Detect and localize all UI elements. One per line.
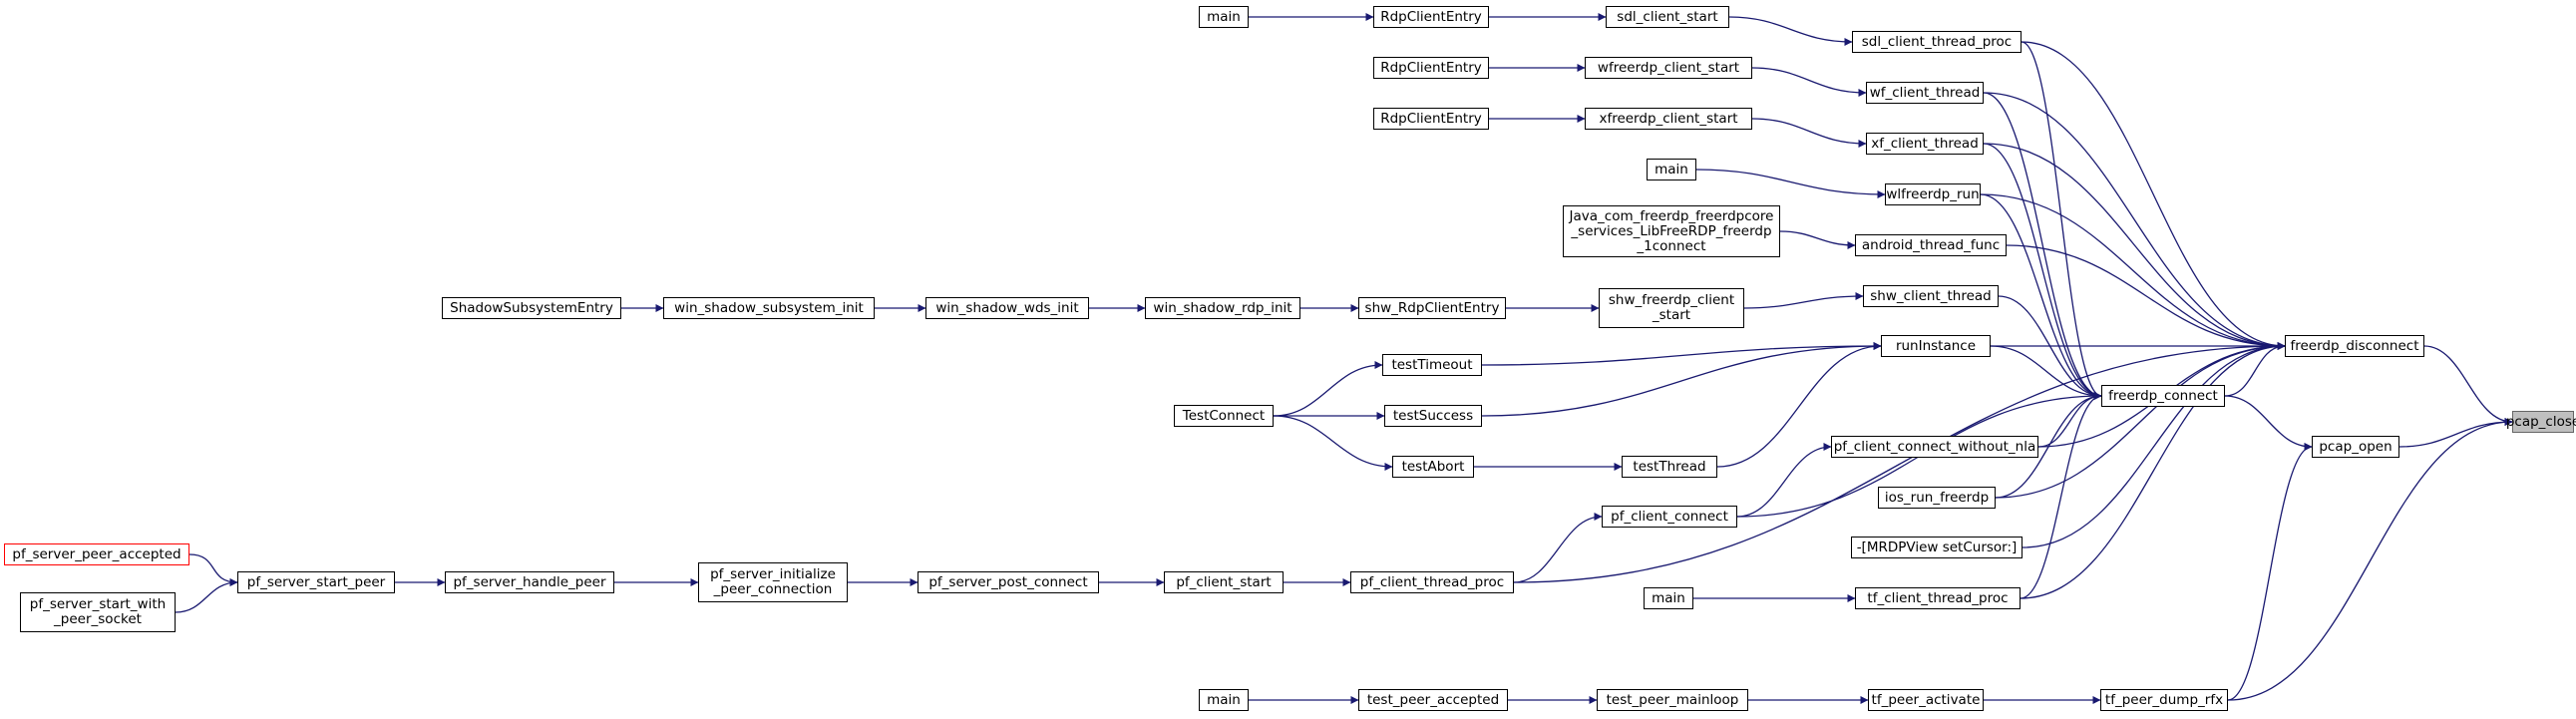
node-mrdpview_setcursor[interactable]: -[MRDPView setCursor:] — [1851, 537, 2023, 558]
node-pcap_close: pcap_close — [2506, 411, 2576, 433]
node-main_4[interactable]: main — [1199, 689, 1249, 711]
node-rdpclient_entry_3[interactable]: RdpClientEntry — [1373, 108, 1489, 130]
node-test_thread[interactable]: testThread — [1622, 456, 1717, 478]
node-main_1[interactable]: main — [1199, 6, 1249, 28]
edge-test_connect-to-test_abort — [1273, 415, 1393, 471]
edge-runInstance-to-freerdp_connect — [1990, 345, 2102, 400]
node-xfreerdp_client_start[interactable]: xfreerdp_client_start — [1585, 108, 1752, 130]
node-rdpclient_entry_1[interactable]: RdpClientEntry — [1373, 6, 1489, 28]
node-test_connect[interactable]: TestConnect — [1174, 405, 1274, 427]
edge-xf_client_thread-to-freerdp_connect — [1983, 143, 2102, 400]
edge-shw_client_thread-to-freerdp_connect — [1998, 295, 2102, 400]
node-pf_client_thread_proc[interactable]: pf_client_thread_proc — [1350, 571, 1514, 593]
edge-test_connect-to-test_timeout — [1273, 361, 1383, 417]
node-wfreerdp_client_start[interactable]: wfreerdp_client_start — [1585, 57, 1752, 79]
node-tf_peer_activate[interactable]: tf_peer_activate — [1868, 689, 1984, 711]
edge-tf_client_thread_proc-to-freerdp_disconnect — [2020, 342, 2286, 599]
edge-pf_client_thread_proc-to-pf_client_connect — [1513, 513, 1603, 583]
node-freerdp_disconnect[interactable]: freerdp_disconnect — [2285, 335, 2424, 357]
edge-wf_client_thread-to-freerdp_disconnect — [1983, 92, 2286, 350]
edge-wfreerdp_client_start-to-wf_client_thread — [1751, 67, 1867, 97]
node-wlfreerdp_run[interactable]: wlfreerdp_run — [1885, 183, 1981, 205]
node-test_peer_accepted[interactable]: test_peer_accepted — [1358, 689, 1508, 711]
node-shw_freerdp_client_start[interactable]: shw_freerdp_client _start — [1599, 288, 1744, 328]
node-java_connect[interactable]: Java_com_freerdp_freerdpcore _services_L… — [1563, 205, 1780, 257]
edge-pf_client_thread_proc-to-freerdp_disconnect — [1513, 342, 2286, 583]
node-shw_rdpclient_entry[interactable]: shw_RdpClientEntry — [1358, 297, 1506, 319]
edge-mrdpview_setcursor-to-freerdp_disconnect — [2022, 342, 2286, 548]
edge-android_thread_func-to-freerdp_disconnect — [2006, 244, 2286, 350]
node-ios_run_freerdp[interactable]: ios_run_freerdp — [1878, 487, 1996, 509]
node-pf_server_handle_peer[interactable]: pf_server_handle_peer — [445, 571, 614, 593]
node-pf_server_start_peer[interactable]: pf_server_start_peer — [237, 571, 395, 593]
node-pf_server_peer_accepted[interactable]: pf_server_peer_accepted — [4, 543, 189, 565]
edge-shw_freerdp_client_start-to-shw_client_thread — [1743, 292, 1864, 309]
edge-freerdp_disconnect-to-pcap_close — [2423, 345, 2513, 426]
edge-sdl_client_start-to-sdl_client_thread_proc — [1728, 16, 1853, 46]
edge-test_thread-to-runInstance — [1716, 342, 1882, 468]
node-pf_server_post_connect[interactable]: pf_server_post_connect — [918, 571, 1099, 593]
node-pf_client_connect[interactable]: pf_client_connect — [1602, 506, 1737, 528]
edge-test_timeout-to-runInstance — [1481, 342, 1882, 366]
edge-tf_client_thread_proc-to-freerdp_connect — [2020, 392, 2102, 599]
node-test_abort[interactable]: testAbort — [1392, 456, 1474, 478]
edge-java_connect-to-android_thread_func — [1779, 230, 1856, 249]
node-win_shadow_wds_init[interactable]: win_shadow_wds_init — [925, 297, 1089, 319]
node-xf_client_thread[interactable]: xf_client_thread — [1866, 133, 1984, 155]
node-pf_client_connect_without_nla[interactable]: pf_client_connect_without_nla — [1831, 436, 2038, 458]
node-wf_client_thread[interactable]: wf_client_thread — [1866, 82, 1984, 104]
node-test_peer_mainloop[interactable]: test_peer_mainloop — [1597, 689, 1748, 711]
node-pf_server_start_with_peer_socket[interactable]: pf_server_start_with _peer_socket — [20, 592, 176, 632]
edge-xf_client_thread-to-freerdp_disconnect — [1983, 143, 2286, 350]
edge-tf_peer_dump_rfx-to-pcap_open — [2227, 443, 2313, 701]
edge-wlfreerdp_run-to-freerdp_disconnect — [1980, 193, 2286, 350]
node-pf_server_initialize_peer_connection[interactable]: pf_server_initialize _peer_connection — [698, 562, 848, 602]
edge-sdl_client_thread_proc-to-freerdp_connect — [2021, 41, 2102, 400]
edge-pf_server_start_with_peer_socket-to-pf_server_start_peer — [175, 578, 238, 613]
node-sdl_client_thread_proc[interactable]: sdl_client_thread_proc — [1852, 31, 2022, 53]
edge-tf_peer_dump_rfx-to-pcap_close — [2227, 418, 2513, 701]
node-freerdp_connect[interactable]: freerdp_connect — [2101, 385, 2225, 407]
node-tf_client_thread_proc[interactable]: tf_client_thread_proc — [1855, 587, 2021, 609]
node-main_3[interactable]: main — [1644, 587, 1693, 609]
edge-pf_server_peer_accepted-to-pf_server_start_peer — [188, 553, 238, 586]
node-test_success[interactable]: testSuccess — [1384, 405, 1482, 427]
edge-test_success-to-runInstance — [1481, 342, 1882, 417]
edge-xfreerdp_client_start-to-xf_client_thread — [1751, 118, 1867, 148]
edge-pf_client_connect-to-pf_client_connect_without_nla — [1736, 443, 1832, 518]
edge-sdl_client_thread_proc-to-freerdp_disconnect — [2021, 41, 2286, 350]
node-pf_client_start[interactable]: pf_client_start — [1164, 571, 1284, 593]
node-runInstance[interactable]: runInstance — [1881, 335, 1991, 357]
edge-freerdp_connect-to-pcap_open — [2224, 395, 2313, 451]
node-win_shadow_rdp_init[interactable]: win_shadow_rdp_init — [1145, 297, 1300, 319]
node-win_shadow_subsystem_init[interactable]: win_shadow_subsystem_init — [663, 297, 875, 319]
edge-ios_run_freerdp-to-freerdp_disconnect — [1995, 342, 2286, 499]
edge-main_2-to-wlfreerdp_run — [1695, 169, 1886, 198]
node-test_timeout[interactable]: testTimeout — [1382, 354, 1482, 376]
node-shadow_subsystem_entry[interactable]: ShadowSubsystemEntry — [442, 297, 621, 319]
node-rdpclient_entry_2[interactable]: RdpClientEntry — [1373, 57, 1489, 79]
node-android_thread_func[interactable]: android_thread_func — [1855, 234, 2007, 256]
node-sdl_client_start[interactable]: sdl_client_start — [1606, 6, 1729, 28]
node-main_2[interactable]: main — [1647, 159, 1696, 180]
edge-wlfreerdp_run-to-freerdp_connect — [1980, 193, 2102, 400]
edge-freerdp_connect-to-freerdp_disconnect — [2224, 342, 2286, 397]
node-shw_client_thread[interactable]: shw_client_thread — [1863, 285, 1999, 307]
edge-wf_client_thread-to-freerdp_connect — [1983, 92, 2102, 400]
node-pcap_open[interactable]: pcap_open — [2312, 436, 2399, 458]
edge-ios_run_freerdp-to-freerdp_connect — [1995, 392, 2102, 499]
node-tf_peer_dump_rfx[interactable]: tf_peer_dump_rfx — [2100, 689, 2228, 711]
